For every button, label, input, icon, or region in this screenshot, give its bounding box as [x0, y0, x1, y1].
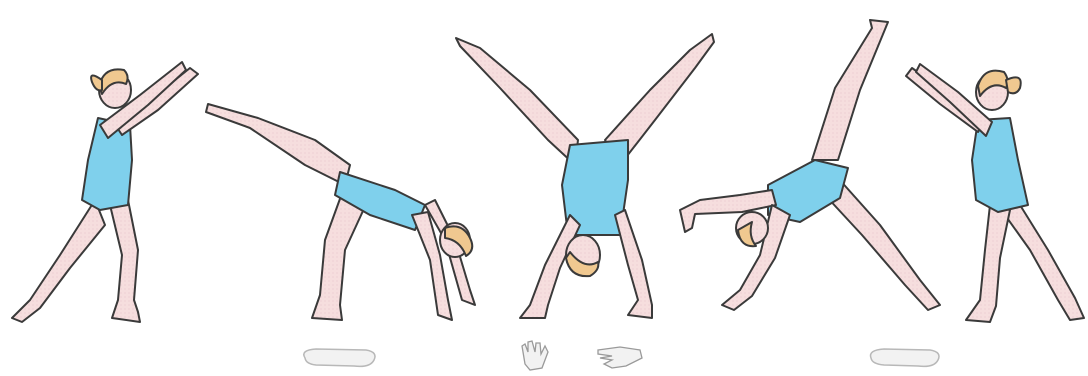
gymnast-handstand	[456, 34, 714, 318]
foot-print-icon	[304, 349, 375, 366]
gymnast-hands-down	[206, 104, 475, 320]
foot-print-icon	[871, 349, 939, 366]
hand-print-icon	[522, 341, 548, 370]
gymnast-landing-leg	[680, 20, 940, 310]
hand-print-icon	[598, 347, 642, 368]
gymnast-start-pose	[12, 62, 198, 322]
gymnast-finish-pose	[906, 64, 1084, 322]
